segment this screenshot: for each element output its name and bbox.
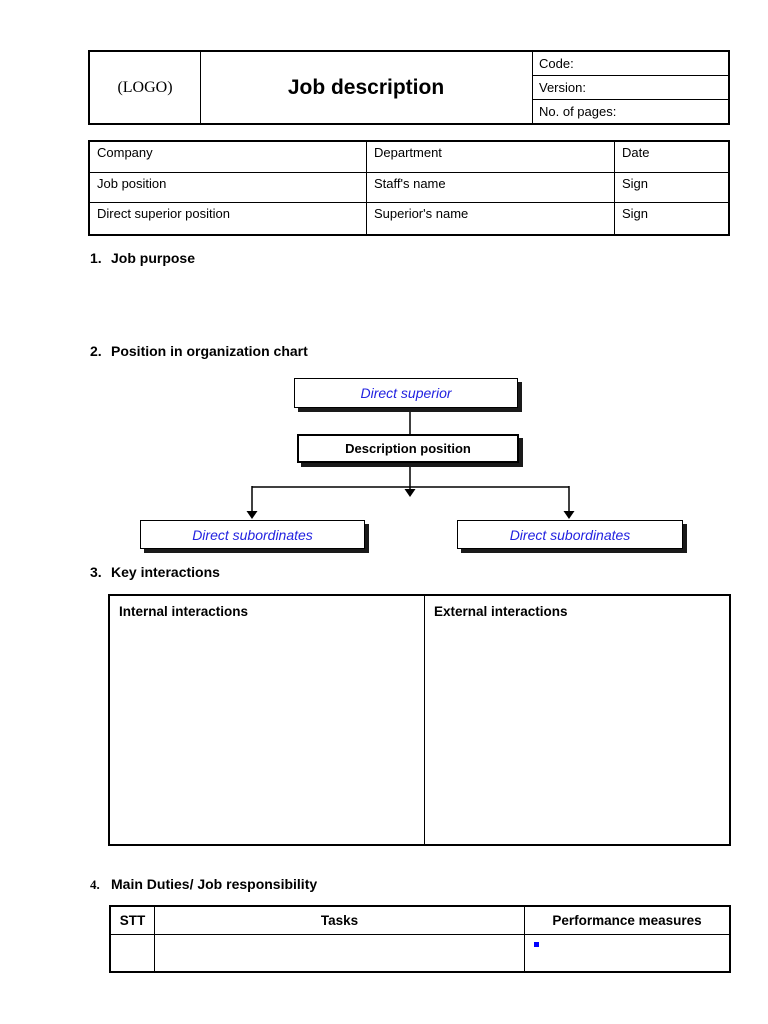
date-label: Date [615, 142, 728, 173]
company-label: Company [90, 142, 367, 173]
document-title: Job description [287, 75, 445, 99]
org-box-label: Description position [345, 441, 471, 456]
version-label: Version: [533, 75, 728, 99]
org-box-label: Direct subordinates [509, 526, 631, 543]
info-table: Company Department Date Job position Sta… [88, 140, 730, 236]
job-position-label: Job position [90, 172, 367, 204]
sign-label-1: Sign [615, 173, 728, 204]
sign-label-2: Sign [622, 206, 649, 222]
org-box-label: Direct subordinates [192, 526, 313, 543]
department-label: Department [367, 142, 615, 173]
org-box-direct-superior: Direct superior [294, 378, 518, 408]
section-number: 3. [90, 564, 102, 580]
section-heading-key-interactions: 3. Key interactions [90, 564, 220, 580]
section-number: 2. [90, 343, 102, 359]
header-meta-cells: Code: Version: No. of pages: [532, 52, 728, 123]
bullet-icon [534, 942, 539, 947]
org-box-description-position: Description position [297, 434, 519, 463]
tasks-empty-cell [155, 935, 525, 971]
section-heading-org-chart: 2. Position in organization chart [90, 343, 308, 359]
main-duties-table: STT Tasks Performance measures [109, 905, 731, 973]
section-title: Job purpose [111, 250, 196, 266]
org-box-direct-subordinates-right: Direct subordinates [457, 520, 683, 549]
stt-header: STT [111, 907, 155, 935]
key-interactions-table: Internal interactions External interacti… [108, 594, 731, 846]
external-interactions-cell: External interactions [434, 604, 568, 619]
superior-name-label: Superior's name [367, 203, 615, 234]
pages-label: No. of pages: [533, 99, 728, 123]
tasks-header: Tasks [155, 907, 525, 935]
section-title: Position in organization chart [111, 343, 308, 359]
section-number: 4. [90, 877, 100, 892]
section-heading-main-duties: 4. Main Duties/ Job responsibility [90, 876, 317, 893]
measures-header: Performance measures [525, 907, 729, 935]
section-title: Key interactions [111, 564, 220, 580]
section-number: 1. [90, 250, 102, 266]
header-table: (LOGO) Job description Code: Version: No… [88, 50, 730, 125]
internal-interactions-cell: Internal interactions [110, 596, 425, 844]
staff-name-label: Staff's name [367, 172, 615, 204]
stt-empty-cell [111, 935, 155, 971]
measures-empty-cell [525, 935, 729, 971]
org-box-label: Direct superior [360, 385, 452, 401]
code-label: Code: [539, 56, 574, 71]
org-box-direct-subordinates-left: Direct subordinates [140, 520, 365, 549]
direct-superior-position-label: Direct superior position [90, 203, 367, 234]
logo-cell: (LOGO) [90, 52, 201, 123]
section-heading-job-purpose: 1. Job purpose [90, 250, 195, 266]
logo-text: (LOGO) [117, 78, 173, 96]
section-title: Main Duties/ Job responsibility [111, 876, 318, 892]
